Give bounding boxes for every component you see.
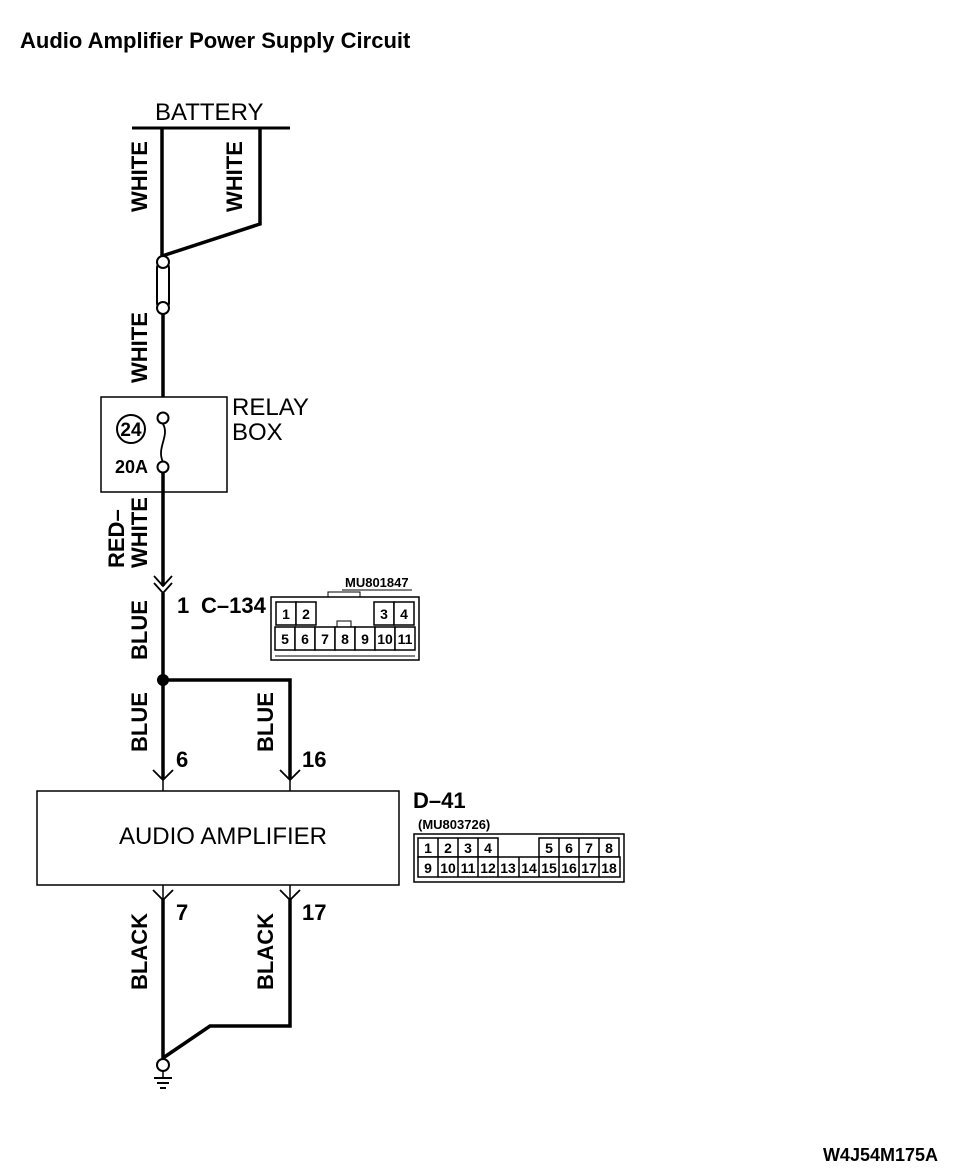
wire-label-battery-left: WHITE [127, 141, 152, 212]
d41-pin-16: 16 [561, 860, 577, 876]
audio-amplifier-box [36, 790, 400, 886]
ground-icon [154, 1058, 172, 1089]
d41-pin-2: 2 [444, 840, 452, 856]
connector-c134-name: C–134 [201, 593, 267, 618]
d41-pin-12: 12 [480, 860, 496, 876]
connector-c134-part-number: MU801847 [345, 575, 409, 590]
connector-c134-pin: 1 [177, 593, 189, 618]
wire-label-ground-right: BLACK [253, 913, 278, 990]
wire-label-fusible-out: WHITE [127, 312, 152, 383]
fuse-rating: 20A [115, 457, 148, 477]
amp-pin-7: 7 [176, 900, 188, 925]
c134-pin-5: 5 [281, 631, 289, 647]
c134-pin-11: 11 [398, 631, 413, 647]
c134-pin-10: 10 [377, 631, 393, 647]
d41-pin-15: 15 [541, 860, 557, 876]
c134-pin-9: 9 [361, 631, 369, 647]
fuse-symbol [156, 411, 170, 474]
c134-pin-4: 4 [400, 606, 408, 622]
amp-pin-16: 16 [302, 747, 326, 772]
d41-pin-4: 4 [484, 840, 492, 856]
wire-label-battery-right: WHITE [222, 141, 247, 212]
wire-label-c134-out: BLUE [127, 600, 152, 660]
amp-pin-6: 6 [176, 747, 188, 772]
battery-label: BATTERY [155, 99, 263, 126]
d41-pin-6: 6 [565, 840, 573, 856]
c134-pin-8: 8 [341, 631, 349, 647]
c134-pin-3: 3 [380, 606, 388, 622]
d41-pin-14: 14 [521, 860, 537, 876]
c134-pin-7: 7 [321, 631, 329, 647]
wire-label-branch-right: BLUE [253, 692, 278, 752]
d41-pin-5: 5 [545, 840, 553, 856]
c134-pin-6: 6 [301, 631, 309, 647]
c134-pin-1: 1 [282, 606, 290, 622]
connector-d41-name: D–41 [413, 788, 466, 813]
wire-label-relay-out-line1: RED– [104, 509, 129, 568]
figure-code: W4J54M175A [822, 1145, 938, 1165]
relay-box-label-line1: RELAY [232, 394, 309, 421]
wire-label-ground-left: BLACK [127, 913, 152, 990]
d41-pin-1: 1 [424, 840, 432, 856]
audio-amplifier-label: AUDIO AMPLIFIER [119, 823, 327, 850]
d41-pin-11: 11 [461, 860, 476, 876]
d41-pin-7: 7 [585, 840, 593, 856]
fusible-link [156, 255, 170, 315]
d41-pin-9: 9 [424, 860, 432, 876]
connector-d41-face: 1 2 3 4 5 6 7 8 9 10 11 12 13 14 15 16 1… [413, 833, 625, 883]
d41-pin-8: 8 [605, 840, 613, 856]
d41-pin-13: 13 [500, 860, 516, 876]
d41-pin-10: 10 [440, 860, 456, 876]
d41-pin-3: 3 [464, 840, 472, 856]
connector-c134-face: MU801847 1 2 3 4 5 6 7 8 9 10 11 [270, 575, 420, 661]
wire-label-relay-out-line2: WHITE [127, 497, 152, 568]
fuse-number: 24 [120, 420, 142, 441]
wire-ground-right [162, 898, 292, 1060]
fuse-number-circle [116, 414, 146, 444]
wire-label-branch-left: BLUE [127, 692, 152, 752]
d41-pin-18: 18 [601, 860, 617, 876]
c134-pin-2: 2 [302, 606, 310, 622]
relay-box-label-line2: BOX [232, 419, 283, 446]
d41-pin-17: 17 [581, 860, 597, 876]
page-title: Audio Amplifier Power Supply Circuit [20, 28, 411, 53]
wire-branch-right [163, 678, 292, 778]
amp-pin-17: 17 [302, 900, 326, 925]
wire-battery-right [161, 128, 262, 258]
connector-d41-part-number: (MU803726) [418, 817, 490, 832]
